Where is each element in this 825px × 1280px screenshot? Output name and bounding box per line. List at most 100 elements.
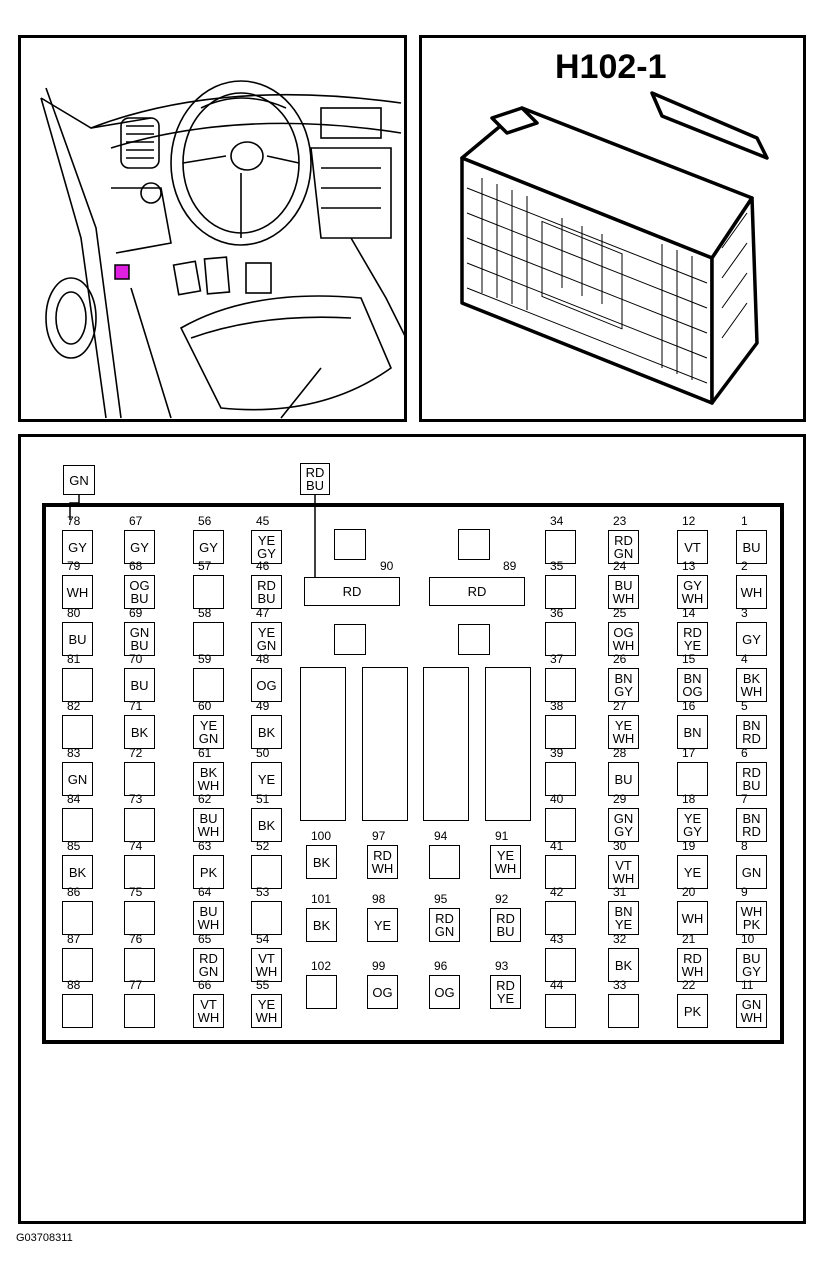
pin-number: 85 bbox=[67, 839, 81, 853]
wire-color: BU bbox=[68, 631, 87, 647]
wire-color: WH bbox=[197, 1010, 220, 1025]
wire-color: YE bbox=[373, 917, 392, 933]
pin-22-cavity: PK bbox=[677, 994, 708, 1028]
pin-number: 16 bbox=[682, 699, 696, 713]
wire-color: YE bbox=[614, 917, 633, 932]
pin-number: 7 bbox=[741, 792, 748, 806]
pin-number: 19 bbox=[682, 839, 696, 853]
wire-color: YE bbox=[257, 997, 276, 1012]
connector-location-marker-icon bbox=[114, 264, 130, 280]
blade-slot bbox=[423, 667, 469, 821]
pin-80-cavity: BU bbox=[62, 622, 93, 656]
pin-73-cavity bbox=[124, 808, 155, 842]
wire-color: OG bbox=[613, 625, 634, 640]
pin-number: 102 bbox=[311, 959, 332, 973]
pin-number: 89 bbox=[503, 559, 517, 573]
pin-90-cavity: RD bbox=[304, 577, 400, 606]
wire-color: OG bbox=[129, 578, 150, 593]
pin-number: 1 bbox=[741, 514, 748, 528]
pin-87-cavity bbox=[62, 948, 93, 982]
wire-color: OG bbox=[256, 677, 277, 693]
wire-color: YE bbox=[683, 811, 702, 826]
pin-number: 31 bbox=[613, 885, 627, 899]
wire-color: WH bbox=[681, 910, 704, 926]
pin-number: 83 bbox=[67, 746, 81, 760]
pin-52-cavity bbox=[251, 855, 282, 889]
pin-94-cavity bbox=[429, 845, 460, 879]
pin-101-cavity: BK bbox=[306, 908, 337, 942]
pin-number: 53 bbox=[256, 885, 270, 899]
wire-color: WH bbox=[197, 778, 220, 793]
wire-color: WH bbox=[255, 964, 278, 979]
wire-color: WH bbox=[612, 871, 635, 886]
wire-color: WH bbox=[612, 731, 635, 746]
pin-number: 29 bbox=[613, 792, 627, 806]
pin-81-cavity bbox=[62, 668, 93, 702]
wire-color: WH bbox=[740, 584, 763, 600]
wire-color: RD bbox=[435, 911, 454, 926]
wire-color: GY bbox=[257, 546, 276, 561]
wire-color: YE bbox=[614, 718, 633, 733]
wire-color: RD bbox=[742, 765, 761, 780]
wire-color: VT bbox=[200, 997, 217, 1012]
pin-number: 93 bbox=[495, 959, 509, 973]
pin-number: 55 bbox=[256, 978, 270, 992]
wire-color: WH bbox=[197, 824, 220, 839]
pin-99-cavity: OG bbox=[367, 975, 398, 1009]
wire-color: BU bbox=[614, 771, 633, 787]
pin-number: 94 bbox=[434, 829, 448, 843]
wire-color: GN bbox=[741, 864, 762, 880]
wire-color: GN bbox=[434, 924, 455, 939]
coding-cavity bbox=[458, 529, 490, 560]
pin-number: 100 bbox=[311, 829, 332, 843]
wire-color: BU bbox=[199, 811, 218, 826]
pin-number: 13 bbox=[682, 559, 696, 573]
pin-40-cavity bbox=[545, 808, 576, 842]
pin-56-cavity: GY bbox=[193, 530, 224, 564]
pin-number: 35 bbox=[550, 559, 564, 573]
wire-color: BU bbox=[130, 677, 149, 693]
pin-number: 15 bbox=[682, 652, 696, 666]
pin-83-cavity: GN bbox=[62, 762, 93, 796]
pin-36-cavity bbox=[545, 622, 576, 656]
pin-2-cavity: WH bbox=[736, 575, 767, 609]
pin-number: 38 bbox=[550, 699, 564, 713]
pin-number: 45 bbox=[256, 514, 270, 528]
wire-color: BK bbox=[312, 854, 331, 870]
wire-color: YE bbox=[257, 771, 276, 787]
pin-32-cavity: BK bbox=[608, 948, 639, 982]
pin-number: 41 bbox=[550, 839, 564, 853]
pin-number: 37 bbox=[550, 652, 564, 666]
wire-color: GN bbox=[198, 731, 219, 746]
pin-number: 99 bbox=[372, 959, 386, 973]
wire-color: VT bbox=[615, 858, 632, 873]
pin-number: 54 bbox=[256, 932, 270, 946]
pin-71-cavity: BK bbox=[124, 715, 155, 749]
wire-color: BN bbox=[683, 724, 702, 740]
pin-number: 90 bbox=[380, 559, 394, 573]
pin-number: 46 bbox=[256, 559, 270, 573]
pin-70-cavity: BU bbox=[124, 668, 155, 702]
wire-color: WH bbox=[66, 584, 89, 600]
wire-color: WH bbox=[612, 591, 635, 606]
wire-color: GY bbox=[199, 539, 218, 555]
pin-number: 40 bbox=[550, 792, 564, 806]
pin-1-cavity: BU bbox=[736, 530, 767, 564]
pin-number: 22 bbox=[682, 978, 696, 992]
wire-color: BK bbox=[68, 864, 87, 880]
wire-color: BK bbox=[130, 724, 149, 740]
wire-color: GY bbox=[683, 824, 702, 839]
